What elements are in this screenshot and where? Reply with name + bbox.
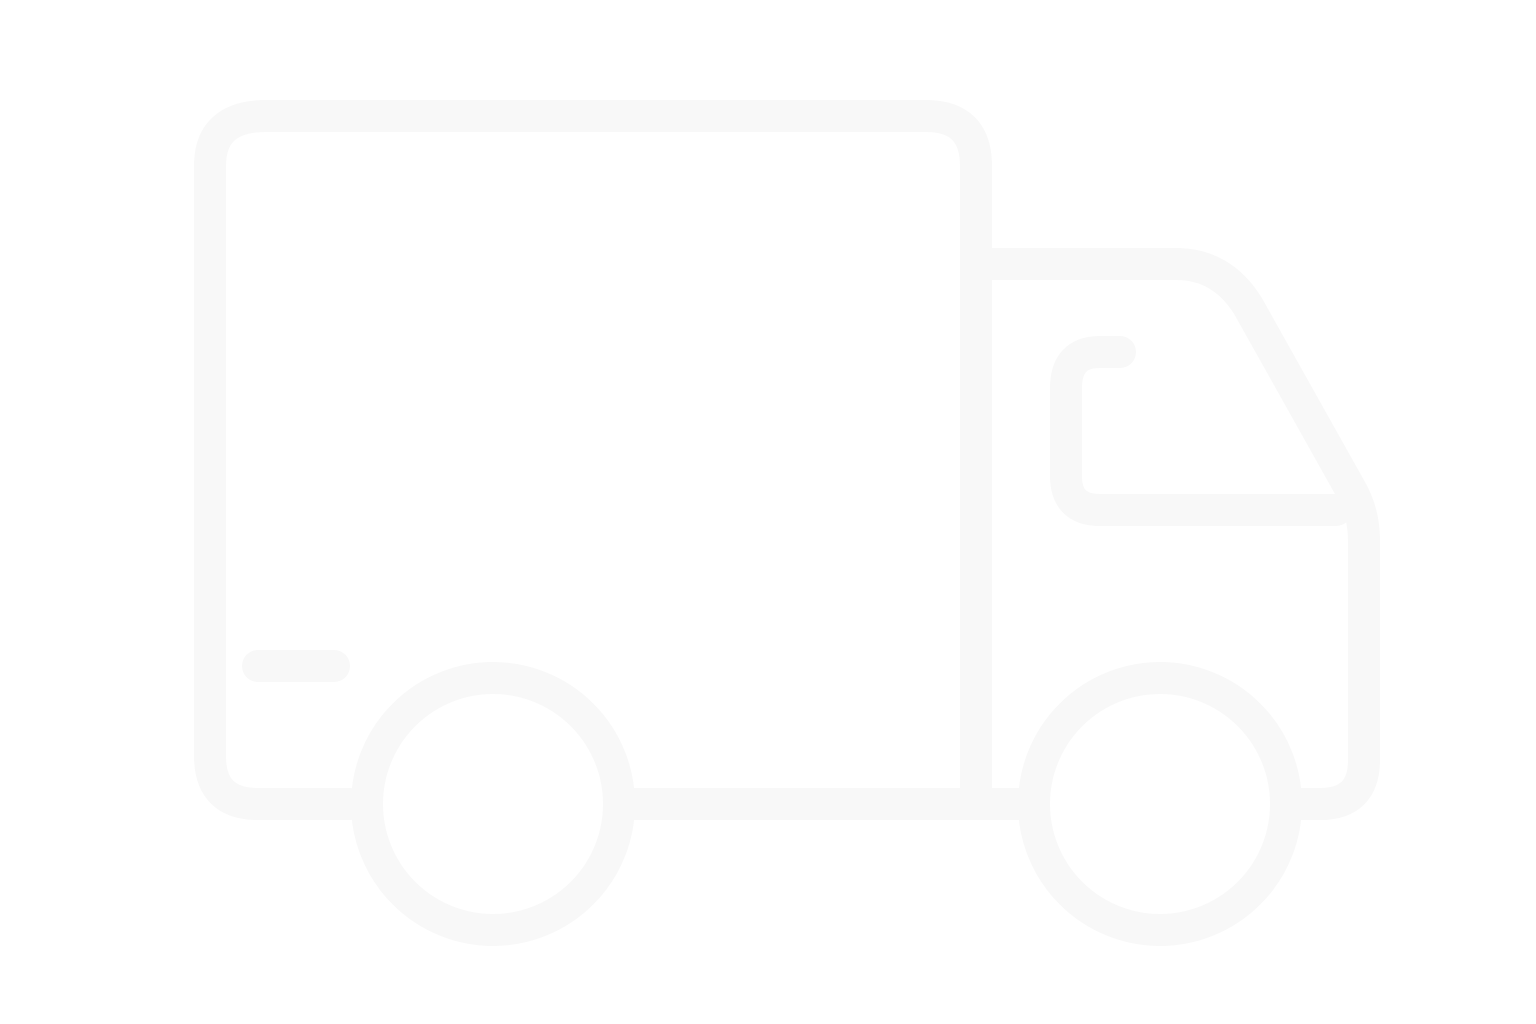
rear-wheel <box>351 662 635 946</box>
cab-window <box>1050 336 1352 526</box>
cab-outline <box>960 248 1380 820</box>
front-wheel <box>1018 662 1302 946</box>
cargo-box-outline <box>194 100 992 820</box>
